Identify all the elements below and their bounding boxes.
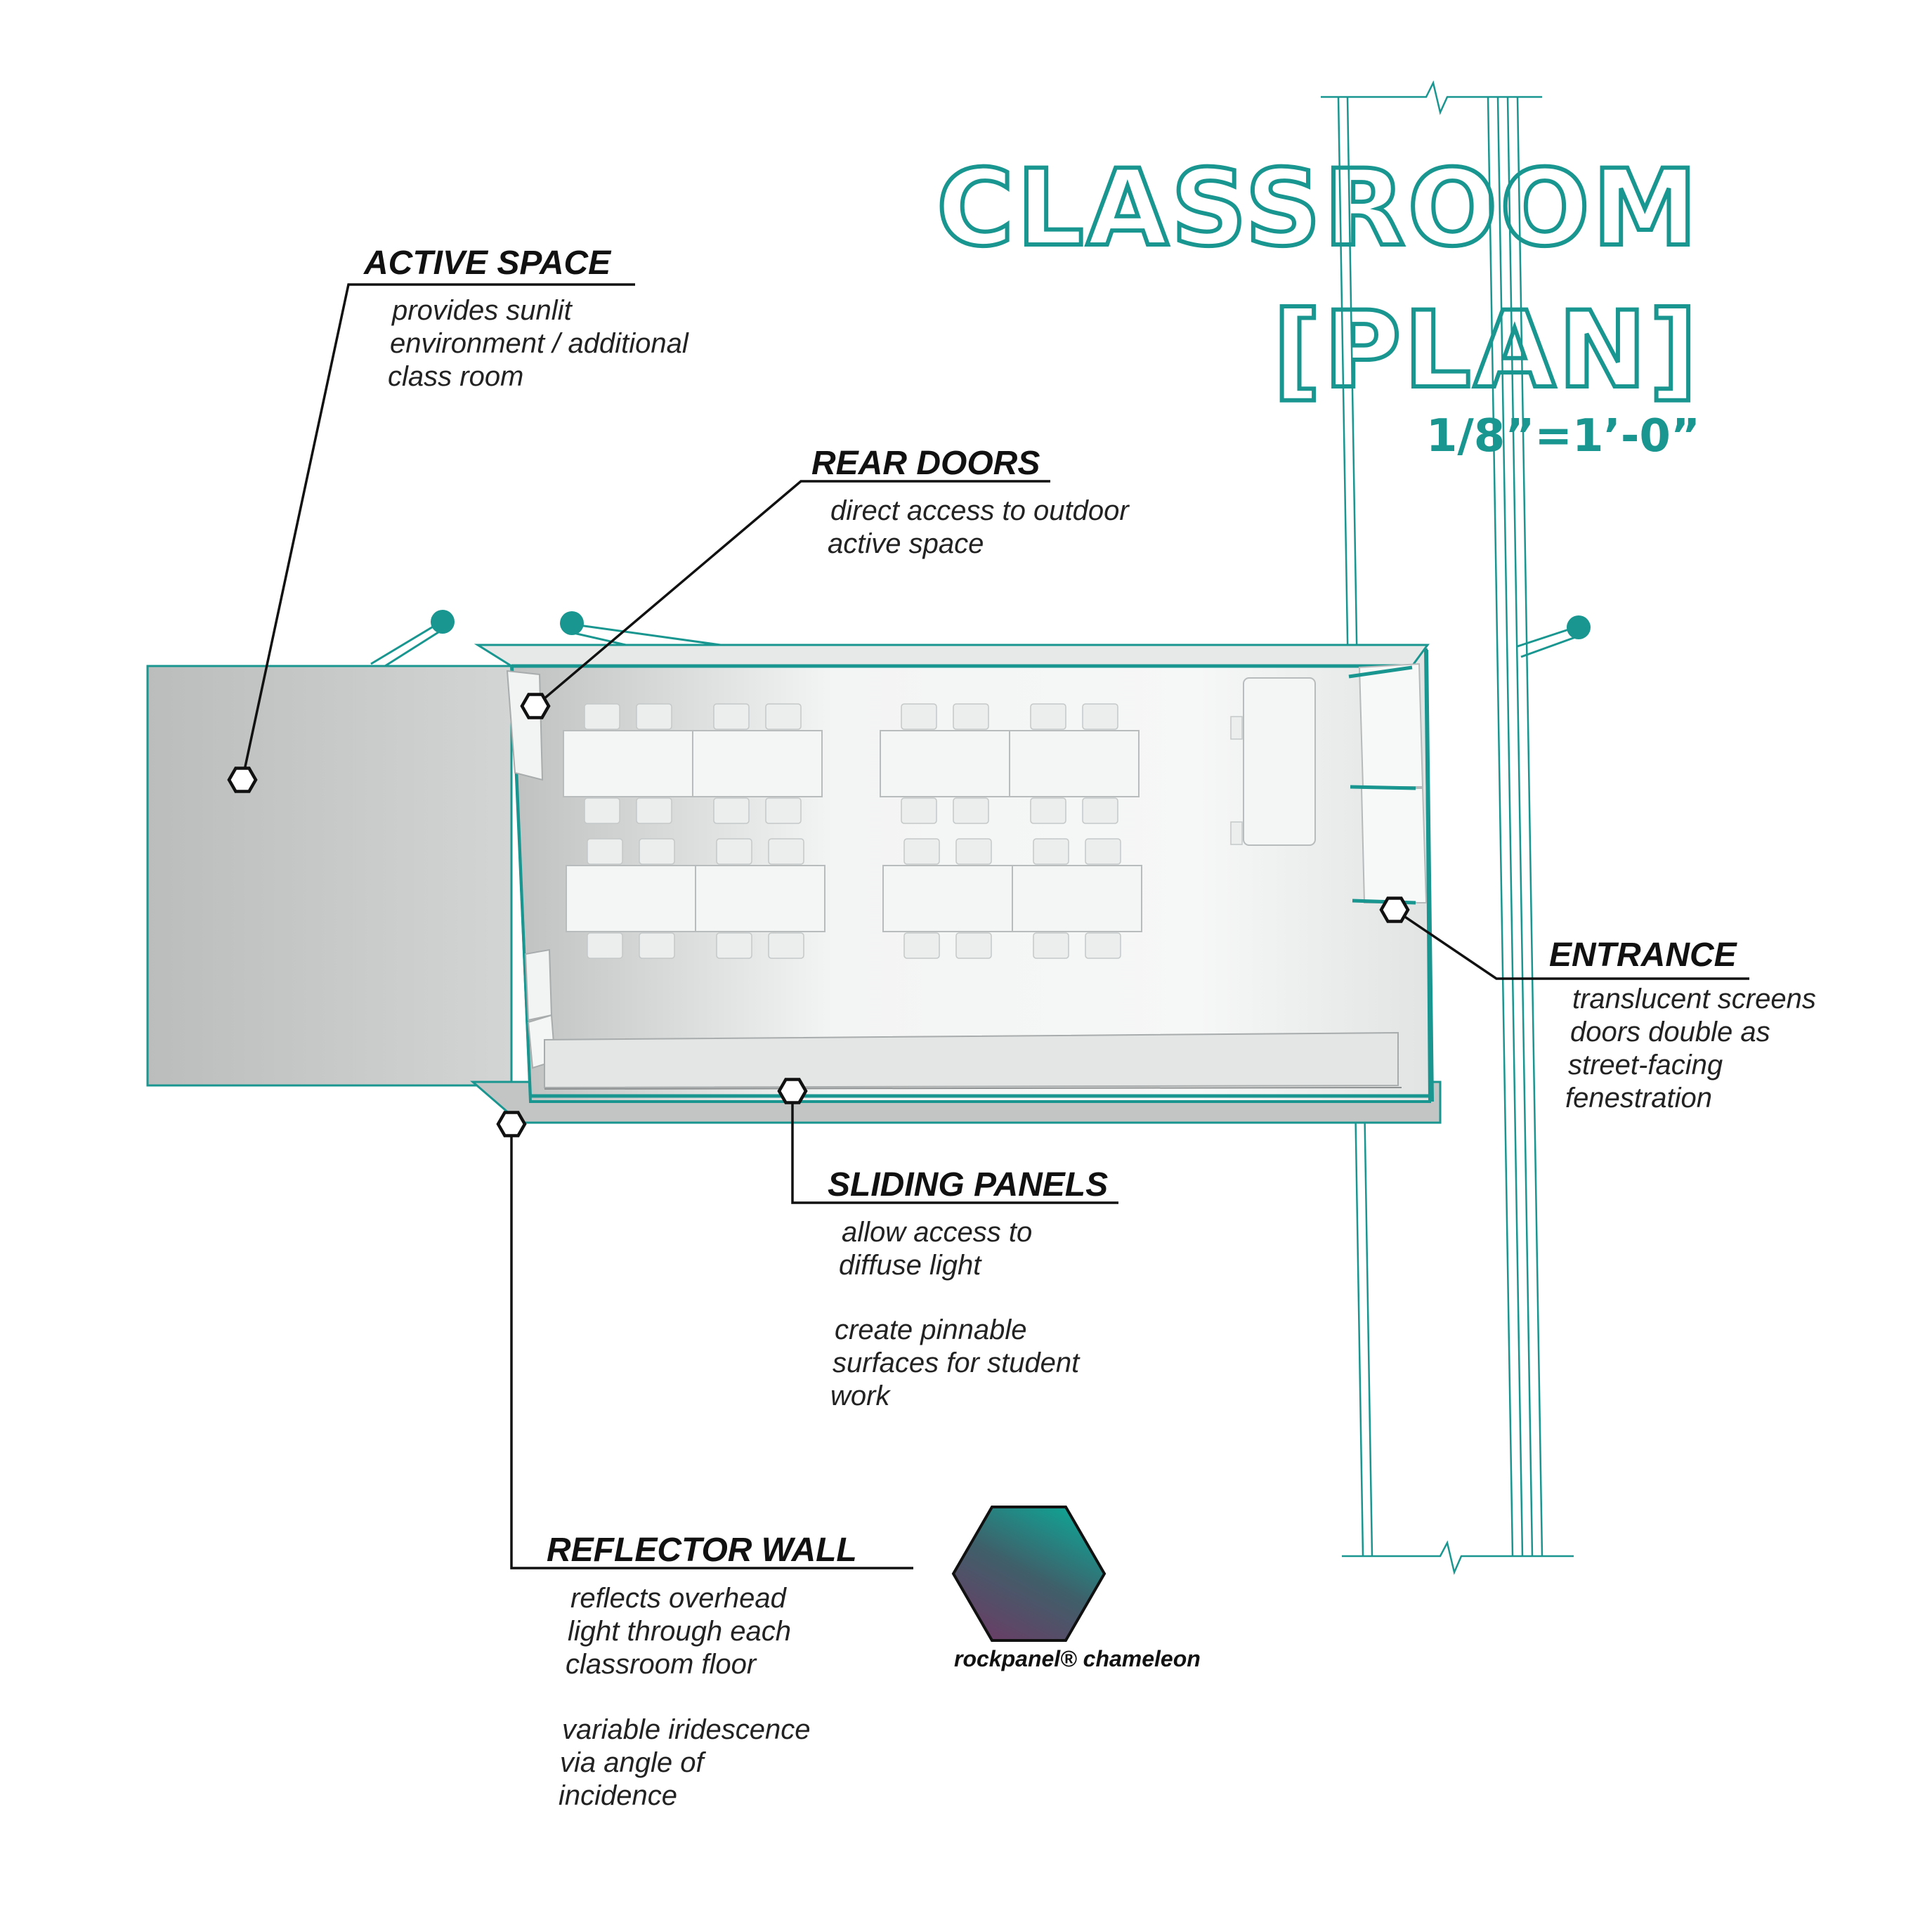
student-chair bbox=[768, 838, 804, 865]
door-pivot-dot bbox=[1567, 615, 1591, 639]
material-label: rockpanel® chameleon bbox=[954, 1646, 1201, 1671]
student-desk bbox=[695, 865, 825, 932]
callout-entrance: ENTRANCE translucent screens doors doubl… bbox=[1549, 936, 1816, 1114]
bench bbox=[544, 1031, 1399, 1089]
callout-text-line: classroom floor bbox=[566, 1649, 757, 1680]
callout-text-line: fenestration bbox=[1565, 1083, 1712, 1114]
student-desk bbox=[692, 730, 823, 797]
student-desk bbox=[1009, 730, 1140, 797]
callout-rear-doors: REAR DOORS direct access to outdoor acti… bbox=[811, 445, 1130, 559]
title-block: CLASSROOM [PLAN] 1/8”=1’-0” bbox=[934, 145, 1700, 462]
callout-text-line: variable iridescence bbox=[562, 1714, 811, 1745]
callout-text-line: environment / additional bbox=[390, 328, 689, 359]
callout-text-line: class room bbox=[388, 361, 523, 392]
title-line-1: CLASSROOM bbox=[936, 148, 1700, 270]
callout-text-line: reflects overhead bbox=[570, 1583, 788, 1614]
student-chair bbox=[953, 797, 989, 824]
callout-text-line: diffuse light bbox=[839, 1250, 982, 1281]
callout-sliding-panels: SLIDING PANELS allow access to diffuse l… bbox=[828, 1166, 1108, 1411]
callout-text-line: surfaces for student bbox=[833, 1347, 1081, 1378]
student-chair bbox=[765, 703, 802, 730]
student-chair bbox=[1085, 838, 1121, 865]
student-chair bbox=[1082, 797, 1118, 824]
door-pivot-dot bbox=[431, 610, 455, 634]
student-desk bbox=[880, 730, 1010, 797]
student-chair bbox=[1030, 797, 1066, 824]
callout-text-line: provides sunlit bbox=[391, 295, 573, 326]
student-chair bbox=[639, 932, 675, 959]
student-chair bbox=[765, 797, 802, 824]
student-chair bbox=[901, 797, 937, 824]
title-line-2: [PLAN] bbox=[1273, 289, 1700, 412]
callout-text-line: direct access to outdoor bbox=[830, 495, 1130, 526]
active-space-deck bbox=[146, 665, 513, 1087]
callout-heading: ENTRANCE bbox=[1549, 936, 1738, 974]
student-chair bbox=[584, 703, 620, 730]
callout-text-line: via angle of bbox=[560, 1747, 706, 1778]
callout-active-space: ACTIVE SPACE provides sunlit environment… bbox=[363, 244, 689, 392]
student-desk bbox=[566, 865, 696, 932]
student-chair bbox=[636, 703, 672, 730]
callout-text-line: active space bbox=[828, 528, 984, 559]
student-chair bbox=[713, 703, 750, 730]
student-chair bbox=[903, 932, 940, 959]
callout-node-marker bbox=[520, 693, 551, 719]
callout-text-line: incidence bbox=[559, 1780, 677, 1811]
student-desk bbox=[1012, 865, 1142, 932]
callout-text-line: create pinnable bbox=[835, 1314, 1027, 1345]
student-desk bbox=[882, 865, 1013, 932]
student-chair bbox=[955, 838, 992, 865]
callout-node-marker bbox=[1379, 896, 1410, 923]
student-chair bbox=[584, 797, 620, 824]
entrance-screen bbox=[1360, 788, 1428, 903]
callout-text-line: work bbox=[830, 1381, 891, 1411]
student-chair bbox=[901, 703, 937, 730]
callout-text-line: allow access to bbox=[842, 1217, 1032, 1248]
student-chair bbox=[713, 797, 750, 824]
student-chair bbox=[1033, 932, 1069, 959]
callout-text-line: translucent screens bbox=[1572, 984, 1816, 1014]
student-chair bbox=[953, 703, 989, 730]
callout-heading: SLIDING PANELS bbox=[828, 1166, 1108, 1203]
callout-reflector-wall: REFLECTOR WALL reflects overhead light t… bbox=[547, 1532, 857, 1811]
callout-text-line: street-facing bbox=[1568, 1050, 1723, 1081]
roof-edge bbox=[474, 644, 1430, 667]
furniture-layout bbox=[563, 703, 1142, 959]
student-chair bbox=[955, 932, 992, 959]
student-chair bbox=[903, 838, 940, 865]
material-swatch-hexagon bbox=[951, 1506, 1107, 1642]
callout-heading: ACTIVE SPACE bbox=[363, 244, 612, 282]
callout-markers bbox=[227, 693, 1410, 1137]
student-chair bbox=[636, 797, 672, 824]
student-chair bbox=[1082, 703, 1118, 730]
callout-node-marker bbox=[496, 1111, 527, 1137]
material-swatch-group: rockpanel® chameleon bbox=[951, 1506, 1201, 1671]
student-chair bbox=[716, 932, 752, 959]
callout-text-line: doors double as bbox=[1570, 1017, 1770, 1047]
student-chair bbox=[587, 932, 623, 959]
student-desk bbox=[563, 730, 693, 797]
callout-heading: REAR DOORS bbox=[811, 445, 1040, 482]
teacher-desk bbox=[1243, 677, 1316, 846]
student-chair bbox=[1030, 703, 1066, 730]
student-chair bbox=[716, 838, 752, 865]
student-chair bbox=[587, 838, 623, 865]
student-chair bbox=[1085, 932, 1121, 959]
student-chair bbox=[1033, 838, 1069, 865]
callout-text-line: light through each bbox=[568, 1616, 791, 1647]
rear-door-leaf bbox=[524, 948, 553, 1022]
callout-node-marker bbox=[777, 1078, 808, 1104]
entrance-screen bbox=[1358, 663, 1424, 788]
leader-lines bbox=[241, 283, 1749, 1569]
callout-node-marker bbox=[227, 766, 258, 793]
door-pivot-dot bbox=[560, 611, 584, 635]
student-chair bbox=[639, 838, 675, 865]
callout-heading: REFLECTOR WALL bbox=[547, 1532, 857, 1569]
scale-label: 1/8”=1’-0” bbox=[1426, 410, 1700, 462]
student-chair bbox=[768, 932, 804, 959]
